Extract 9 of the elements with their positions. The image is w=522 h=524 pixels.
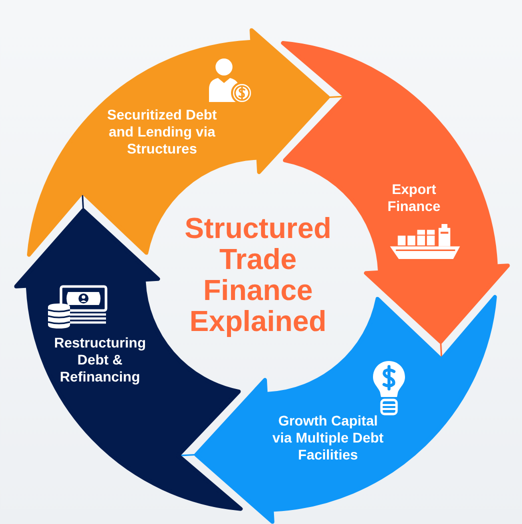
step-label: Restructuring Debt & Refinancing <box>53 334 146 386</box>
step-label: Growth Capital via Multiple Debt Facilities <box>271 412 384 464</box>
arrow <box>180 378 274 524</box>
step-label: Export Finance <box>386 180 441 215</box>
arrow <box>250 28 344 174</box>
step-label: Securitized Debt and Lending via Structures <box>106 106 218 158</box>
arrow <box>14 194 160 288</box>
arrow <box>364 264 510 358</box>
title: Structured Trade Finance Explained <box>184 214 332 338</box>
